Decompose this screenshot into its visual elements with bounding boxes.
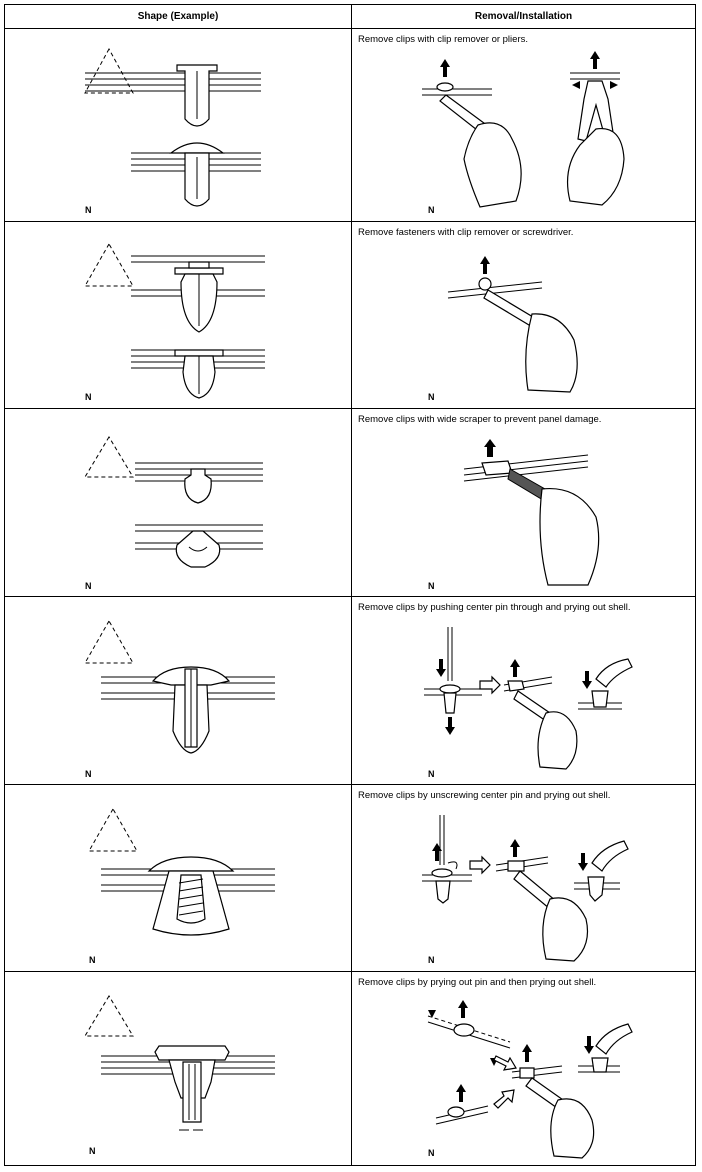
table-row: N Remove clips with clip remover or plie… xyxy=(5,29,695,222)
shape-cell: N xyxy=(5,597,352,784)
arrow-up-icon xyxy=(510,659,520,677)
removal-illustration xyxy=(447,256,578,393)
arrow-right-icon xyxy=(493,1089,515,1109)
arrow-up-icon xyxy=(480,256,490,274)
removal-instruction: Remove clips by prying out pin and then … xyxy=(358,977,597,988)
removal-instruction: Remove clips with wide scraper to preven… xyxy=(358,414,602,425)
removal-cell: Remove clips by pushing center pin throu… xyxy=(352,597,695,784)
arrow-up-icon xyxy=(432,843,442,861)
arrow-right-icon xyxy=(469,855,491,875)
clip-shape-illustration xyxy=(84,619,275,754)
arrow-up-icon xyxy=(440,59,450,77)
shape-cell: N xyxy=(5,222,352,408)
arrow-up-icon xyxy=(456,1084,466,1102)
header-removal: Removal/Installation xyxy=(352,5,695,29)
shape-n-label: N xyxy=(85,205,92,215)
arrow-down-icon xyxy=(436,659,446,677)
arrow-right-icon xyxy=(493,1055,517,1071)
removal-cell: Remove fasteners with clip remover or sc… xyxy=(352,222,695,408)
arrow-down-icon xyxy=(428,1010,436,1018)
shape-n-label: N xyxy=(85,392,92,402)
removal-cell: Remove clips with clip remover or pliers… xyxy=(352,29,695,221)
arrow-down-icon xyxy=(578,853,588,871)
removal-instruction: Remove clips by pushing center pin throu… xyxy=(358,602,631,613)
clip-shape-illustration xyxy=(84,47,261,207)
table-row: N Remove clips by unscrewing center pin … xyxy=(5,785,695,972)
removal-cell: Remove clips by unscrewing center pin an… xyxy=(352,785,695,971)
shape-n-label: N xyxy=(89,955,96,965)
warning-triangle-icon xyxy=(84,436,134,478)
removal-illustration xyxy=(427,1000,633,1159)
table-row: N Remove clips by pushing center pin thr… xyxy=(5,597,695,785)
shape-cell: N xyxy=(5,972,352,1165)
arrow-up-icon xyxy=(510,839,520,857)
arrow-down-icon xyxy=(445,717,455,735)
removal-instruction: Remove clips with clip remover or pliers… xyxy=(358,34,528,45)
removal-n-label: N xyxy=(428,955,435,965)
table-row: N Remove fasteners with clip remover or … xyxy=(5,222,695,409)
removal-illustration xyxy=(463,439,600,586)
warning-triangle-icon xyxy=(84,47,134,94)
removal-n-label: N xyxy=(428,581,435,591)
shape-cell: N xyxy=(5,785,352,971)
removal-instruction: Remove fasteners with clip remover or sc… xyxy=(358,227,574,238)
removal-n-label: N xyxy=(428,392,435,402)
warning-triangle-icon xyxy=(88,807,138,852)
arrow-up-icon xyxy=(590,51,600,69)
removal-cell: Remove clips with wide scraper to preven… xyxy=(352,409,695,596)
warning-triangle-icon xyxy=(84,619,134,664)
shape-n-label: N xyxy=(85,769,92,779)
warning-triangle-icon xyxy=(84,242,134,287)
shape-n-label: N xyxy=(89,1146,96,1156)
arrow-up-icon xyxy=(522,1044,532,1062)
arrow-right-icon xyxy=(479,675,501,695)
table-row: N Remove clips by prying out pin and the… xyxy=(5,972,695,1165)
shape-n-label: N xyxy=(85,581,92,591)
arrow-up-icon xyxy=(458,1000,468,1018)
removal-n-label: N xyxy=(428,769,435,779)
removal-illustration xyxy=(424,627,633,770)
removal-n-label: N xyxy=(428,1148,435,1158)
clip-shape-illustration xyxy=(84,242,265,399)
shape-cell: N xyxy=(5,409,352,596)
removal-illustration xyxy=(422,815,629,962)
clip-shape-illustration xyxy=(84,436,263,568)
arrow-up-icon xyxy=(484,439,496,457)
shape-cell: N xyxy=(5,29,352,221)
arrow-down-icon xyxy=(582,671,592,689)
header-shape: Shape (Example) xyxy=(5,5,352,29)
removal-n-label: N xyxy=(428,205,435,215)
clip-removal-table: Shape (Example) Removal/Installation N R… xyxy=(4,4,696,1166)
removal-illustration xyxy=(422,51,625,208)
removal-cell: Remove clips by prying out pin and then … xyxy=(352,972,695,1165)
clip-shape-illustration xyxy=(88,807,275,936)
arrow-down-icon xyxy=(584,1036,594,1054)
table-row: N Remove clips with wide scraper to prev… xyxy=(5,409,695,597)
warning-triangle-icon xyxy=(84,995,134,1037)
clip-shape-illustration xyxy=(84,995,275,1131)
removal-instruction: Remove clips by unscrewing center pin an… xyxy=(358,790,611,801)
